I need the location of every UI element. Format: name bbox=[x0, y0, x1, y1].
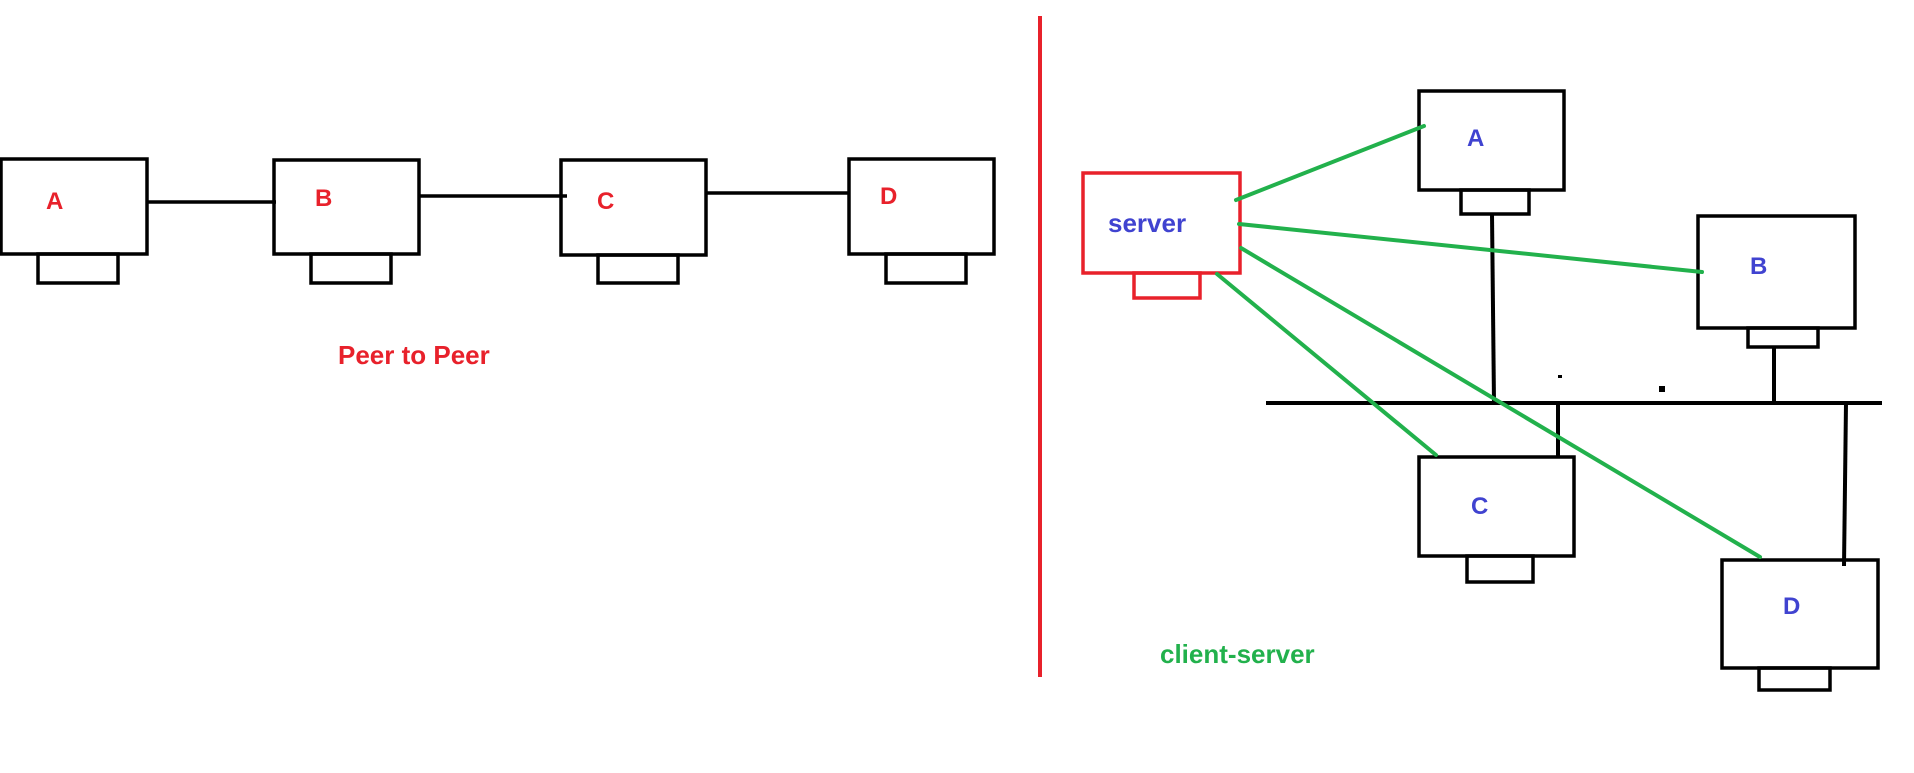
p2p-node-a-label: A bbox=[46, 188, 63, 215]
drop-a bbox=[1490, 213, 1496, 404]
p2p-links bbox=[147, 191, 849, 204]
server-links bbox=[1215, 124, 1762, 559]
client-node-a bbox=[1417, 89, 1566, 216]
computer-monitor bbox=[559, 158, 708, 257]
computer-stand bbox=[1757, 666, 1832, 692]
computer-stand bbox=[36, 252, 120, 285]
client-node-c-label: C bbox=[1471, 493, 1488, 520]
p2p-node-c-label: C bbox=[597, 188, 614, 215]
server-label: server bbox=[1108, 208, 1186, 238]
client-node-d bbox=[1720, 558, 1880, 692]
p2p-node-b bbox=[272, 158, 421, 285]
client-node-c bbox=[1417, 455, 1576, 584]
p2p-node-c bbox=[559, 158, 708, 285]
server-link-b bbox=[1237, 222, 1704, 274]
p2p-section: A B C D Peer to Peer bbox=[0, 157, 996, 370]
computer-stand bbox=[884, 252, 968, 285]
p2p-node-a bbox=[0, 157, 149, 285]
stray-marks bbox=[1558, 375, 1665, 392]
p2p-node-d-label: D bbox=[880, 183, 897, 210]
p2p-caption: Peer to Peer bbox=[338, 340, 490, 370]
computer-monitor bbox=[847, 157, 996, 256]
computer-stand bbox=[309, 252, 393, 285]
server-link-c bbox=[1215, 272, 1438, 457]
client-server-caption: client-server bbox=[1160, 639, 1315, 669]
client-server-section: server A B C D client-server bbox=[1081, 89, 1882, 692]
computer-monitor bbox=[0, 157, 149, 256]
server-link-a bbox=[1234, 124, 1426, 202]
client-node-b-label: B bbox=[1750, 253, 1767, 280]
network-bus bbox=[1266, 213, 1882, 567]
computer-stand bbox=[1465, 554, 1535, 584]
p2p-node-d bbox=[847, 157, 996, 285]
drop-d bbox=[1842, 402, 1848, 567]
computer-monitor bbox=[272, 158, 421, 256]
p2p-node-b-label: B bbox=[315, 185, 332, 212]
computer-monitor bbox=[1696, 214, 1857, 330]
client-node-d-label: D bbox=[1783, 593, 1800, 620]
stray-dot bbox=[1659, 386, 1665, 392]
computer-stand bbox=[1459, 188, 1531, 216]
computer-stand bbox=[596, 253, 680, 285]
client-node-b bbox=[1696, 214, 1857, 349]
stray-dot bbox=[1558, 375, 1562, 378]
server-link-d bbox=[1239, 246, 1762, 559]
server-stand bbox=[1132, 271, 1202, 300]
computer-monitor bbox=[1417, 89, 1566, 192]
computer-monitor bbox=[1417, 455, 1576, 558]
client-node-a-label: A bbox=[1467, 125, 1484, 152]
computer-stand bbox=[1746, 326, 1820, 349]
